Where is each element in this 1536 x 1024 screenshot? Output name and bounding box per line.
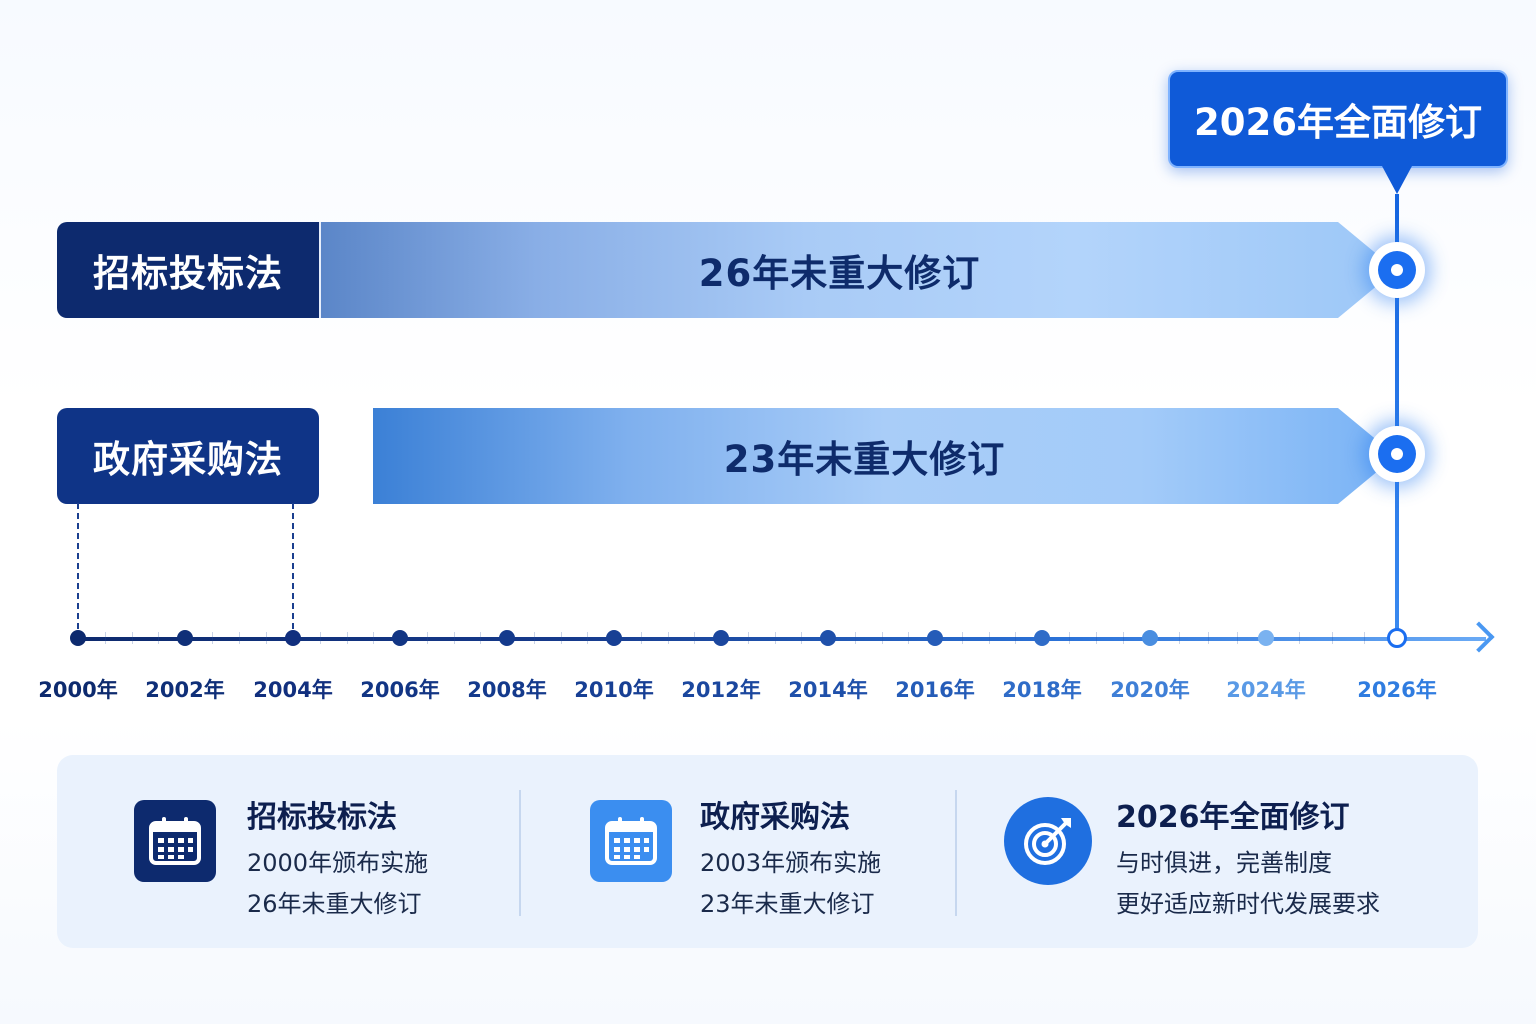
minor-tick bbox=[453, 632, 455, 644]
minor-tick bbox=[1208, 632, 1209, 644]
minor-tick bbox=[158, 632, 160, 644]
row-label-text: 招标投标法 bbox=[93, 252, 283, 295]
year-label: 2000年 bbox=[38, 678, 118, 702]
duration-bar-procurement-law: 23年未重大修订 bbox=[373, 408, 1396, 504]
year-label: 2002年 bbox=[145, 678, 225, 702]
duration-bar-text: 23年未重大修订 bbox=[723, 438, 1006, 481]
revision-point-marker bbox=[1369, 242, 1425, 298]
timeline-tick bbox=[392, 630, 408, 646]
duration-bar-bidding-law: 26年未重大修订 bbox=[319, 222, 1396, 318]
minor-tick bbox=[801, 632, 803, 644]
summary-title: 政府采购法 bbox=[700, 800, 850, 835]
minor-tick bbox=[319, 632, 321, 644]
dashed-connector-2004 bbox=[292, 503, 294, 639]
timeline-tick bbox=[606, 630, 622, 646]
summary-title: 招标投标法 bbox=[247, 800, 397, 835]
timeline-tick bbox=[713, 630, 729, 646]
minor-tick bbox=[373, 632, 375, 644]
callout-text: 2026年全面修订 bbox=[1194, 101, 1482, 144]
minor-tick bbox=[1096, 632, 1097, 644]
minor-tick bbox=[1364, 632, 1366, 644]
summary-line: 更好适应新时代发展要求 bbox=[1116, 890, 1380, 918]
minor-tick bbox=[908, 632, 910, 644]
minor-tick bbox=[1123, 632, 1124, 644]
revision-callout: 2026年全面修订 bbox=[1168, 70, 1508, 168]
minor-tick bbox=[239, 632, 240, 644]
year-label: 2020年 bbox=[1110, 678, 1190, 702]
summary-panel bbox=[57, 755, 1478, 948]
row-label-text: 政府采购法 bbox=[93, 438, 283, 481]
minor-tick bbox=[480, 632, 482, 644]
year-label: 2014年 bbox=[788, 678, 868, 702]
timeline-tick bbox=[1258, 630, 1274, 646]
timeline-tick bbox=[820, 630, 836, 646]
summary-line: 与时俱进，完善制度 bbox=[1116, 849, 1332, 877]
year-label: 2012年 bbox=[681, 678, 761, 702]
year-label: 2018年 bbox=[1002, 678, 1082, 702]
summary-title: 2026年全面修订 bbox=[1116, 800, 1350, 835]
minor-tick bbox=[1298, 632, 1300, 644]
callout-pointer bbox=[1382, 166, 1412, 194]
minor-tick bbox=[266, 632, 267, 644]
minor-tick bbox=[988, 632, 990, 644]
panel-divider bbox=[955, 790, 957, 916]
year-label: 2016年 bbox=[895, 678, 975, 702]
panel-divider bbox=[519, 790, 521, 916]
minor-tick bbox=[694, 632, 696, 644]
minor-tick bbox=[854, 632, 856, 644]
summary-line: 23年未重大修订 bbox=[700, 890, 875, 918]
minor-tick bbox=[104, 632, 106, 644]
timeline-tick bbox=[177, 630, 193, 646]
minor-tick bbox=[774, 632, 776, 644]
dashed-connector-2000 bbox=[77, 503, 79, 639]
minor-tick bbox=[533, 632, 535, 644]
summary-line: 2003年颁布实施 bbox=[700, 849, 882, 877]
minor-tick bbox=[1331, 632, 1333, 644]
row-label-bidding-law: 招标投标法 bbox=[57, 222, 319, 318]
timeline-tick bbox=[1142, 630, 1158, 646]
year-label: 2026年 bbox=[1357, 678, 1437, 702]
minor-tick bbox=[747, 632, 749, 644]
timeline-tick bbox=[927, 630, 943, 646]
year-label: 2024年 bbox=[1226, 678, 1306, 702]
minor-tick bbox=[667, 632, 669, 644]
target-icon bbox=[1004, 797, 1092, 885]
minor-tick bbox=[560, 632, 562, 644]
timeline-tick bbox=[1034, 630, 1050, 646]
timeline-tick bbox=[70, 630, 86, 646]
timeline-tick bbox=[499, 630, 515, 646]
minor-tick bbox=[1015, 632, 1017, 644]
minor-tick bbox=[881, 632, 883, 644]
minor-tick bbox=[131, 632, 133, 644]
year-2026-marker-line bbox=[1395, 194, 1399, 640]
revision-point-marker bbox=[1369, 426, 1425, 482]
row-label-procurement-law: 政府采购法 bbox=[57, 408, 319, 504]
year-label: 2010年 bbox=[574, 678, 654, 702]
minor-tick bbox=[1237, 632, 1238, 644]
timeline-axis bbox=[78, 637, 1486, 641]
year-label: 2004年 bbox=[253, 678, 333, 702]
calendar-icon bbox=[590, 800, 672, 882]
axis-arrow-icon bbox=[1463, 621, 1495, 653]
summary-line: 26年未重大修订 bbox=[247, 890, 422, 918]
minor-tick bbox=[640, 632, 642, 644]
minor-tick bbox=[1069, 632, 1070, 644]
minor-tick bbox=[1179, 632, 1180, 644]
year-label: 2006年 bbox=[360, 678, 440, 702]
calendar-icon bbox=[134, 800, 216, 882]
minor-tick bbox=[587, 632, 589, 644]
year-label: 2008年 bbox=[467, 678, 547, 702]
minor-tick bbox=[426, 632, 428, 644]
minor-tick bbox=[346, 632, 348, 644]
summary-line: 2000年颁布实施 bbox=[247, 849, 429, 877]
duration-bar-text: 26年未重大修订 bbox=[698, 252, 981, 295]
timeline-tick bbox=[1387, 628, 1407, 648]
minor-tick bbox=[961, 632, 963, 644]
minor-tick bbox=[212, 632, 213, 644]
timeline-tick bbox=[285, 630, 301, 646]
